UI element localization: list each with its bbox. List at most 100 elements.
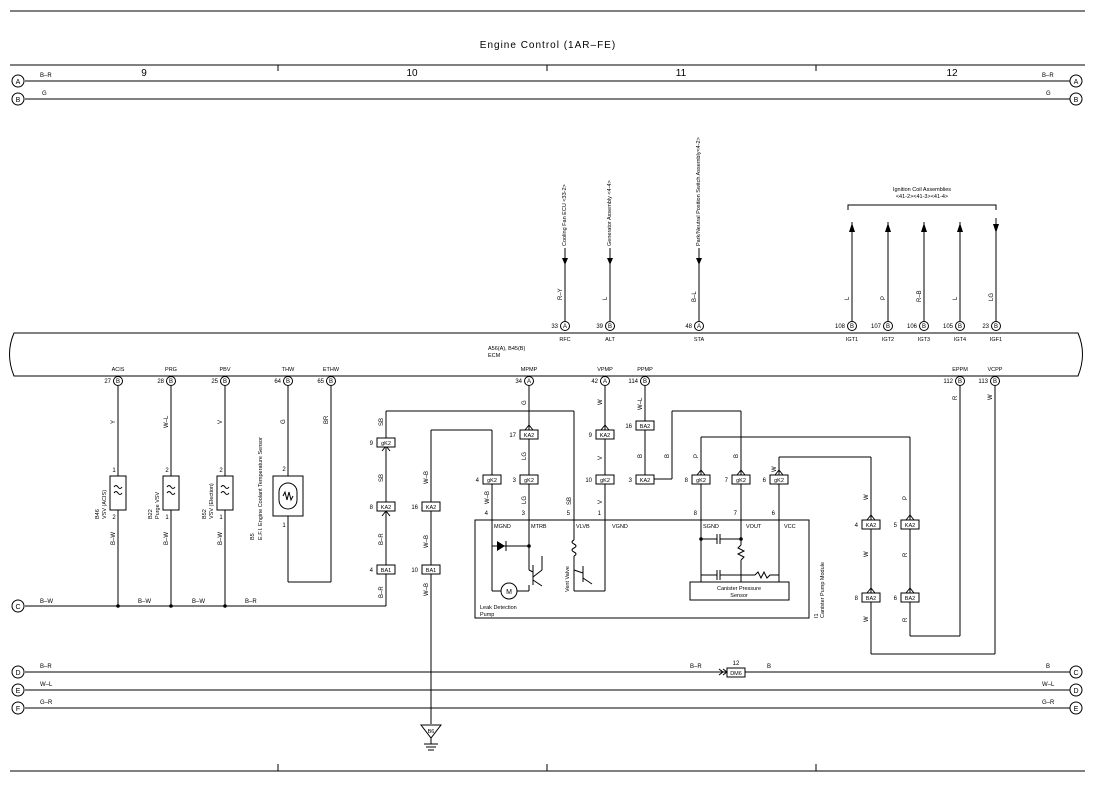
svg-text:LG: LG	[989, 293, 995, 301]
svg-text:gK2: gK2	[600, 478, 610, 484]
wire-mgnd: gK2 4 W–B 4 MGND	[476, 474, 511, 530]
svg-text:VGND: VGND	[612, 524, 628, 530]
svg-text:IGT1: IGT1	[846, 337, 858, 343]
bus-marker-d-right	[1069, 683, 1083, 697]
bus-letter: C	[15, 604, 20, 611]
svg-text:B–W: B–W	[164, 532, 170, 545]
leak-detection-pump: M Leak Detection Pump	[480, 520, 543, 618]
wire-vcpp: W KA2 4 W BA2 8 W	[855, 386, 996, 655]
svg-text:1: 1	[598, 511, 602, 517]
svg-text:W–L: W–L	[164, 415, 170, 428]
ecm-label: ECM	[488, 353, 501, 359]
svg-text:Sensor: Sensor	[730, 593, 748, 599]
svg-text:42: 42	[591, 379, 598, 385]
svg-text:KA2: KA2	[524, 433, 534, 439]
svg-text:B: B	[329, 379, 333, 385]
svg-text:10: 10	[411, 568, 418, 574]
svg-text:B: B	[958, 324, 962, 330]
svg-text:B: B	[767, 664, 771, 670]
svg-text:KA2: KA2	[600, 433, 610, 439]
svg-text:gK2: gK2	[696, 478, 706, 484]
svg-text:W: W	[598, 399, 604, 405]
component-b46-vsv-acis: 1 2 B46 VSV (ACIS) B–W	[95, 386, 127, 606]
svg-text:114: 114	[628, 379, 638, 385]
svg-text:2: 2	[165, 468, 169, 474]
svg-text:ALT: ALT	[605, 337, 615, 343]
svg-text:EPPM: EPPM	[952, 367, 968, 373]
wire-mtrb: KA2 17 LG gK2 3 LG 3 MTRB	[509, 386, 547, 530]
svg-text:6: 6	[894, 596, 898, 602]
wire-color: W–L	[1042, 682, 1055, 688]
svg-text:9: 9	[589, 433, 593, 439]
ignition-coil-label: <41-2><41-3><41-4>	[896, 194, 948, 200]
pin-acis: ACIS B 27 Y	[104, 367, 124, 424]
svg-text:IGT4: IGT4	[954, 337, 966, 343]
svg-text:A: A	[697, 324, 701, 330]
svg-text:W–B: W–B	[424, 583, 430, 596]
svg-text:B46: B46	[95, 509, 101, 519]
svg-text:W–B: W–B	[424, 535, 430, 548]
wire-w-b-ground: W–B KA2 16 W–B BA1 10 W–B	[411, 429, 493, 724]
svg-text:65: 65	[317, 379, 324, 385]
svg-text:7: 7	[734, 511, 738, 517]
svg-text:MTRB: MTRB	[531, 524, 547, 530]
svg-text:G: G	[522, 400, 528, 405]
bus-letter: D	[15, 670, 20, 677]
svg-text:PRG: PRG	[165, 367, 177, 373]
svg-text:Y: Y	[111, 420, 117, 424]
svg-text:KA2: KA2	[866, 523, 876, 529]
svg-text:107: 107	[871, 324, 882, 330]
module-name: Canister Pump Module	[820, 562, 826, 618]
svg-text:R: R	[903, 552, 909, 557]
svg-text:M: M	[506, 589, 512, 596]
svg-text:VCC: VCC	[784, 524, 796, 530]
svg-text:BA1: BA1	[381, 568, 391, 574]
svg-text:A: A	[603, 379, 607, 385]
bus-marker-f	[11, 701, 25, 715]
svg-text:B–L: B–L	[692, 291, 698, 302]
svg-text:L: L	[603, 296, 609, 300]
canister-pressure-sensor: Canister Pressure Sensor	[689, 520, 790, 601]
wire-vcc: W gK2 6 6 VCC	[763, 456, 871, 530]
ecm-block	[9, 332, 1083, 377]
svg-text:IGT3: IGT3	[918, 337, 930, 343]
wire-sgnd: P gK2 8 8 SGND	[685, 436, 910, 530]
bus-letter: A	[16, 79, 21, 86]
svg-text:A: A	[563, 324, 567, 330]
column-number: 12	[946, 68, 958, 79]
vent-valve: Vent Valve	[565, 520, 606, 592]
svg-text:PPMP: PPMP	[637, 367, 653, 373]
svg-text:10: 10	[585, 478, 592, 484]
svg-text:4: 4	[370, 568, 374, 574]
svg-text:6: 6	[763, 478, 767, 484]
svg-text:3: 3	[513, 478, 517, 484]
svg-text:12: 12	[733, 661, 740, 667]
svg-text:8: 8	[694, 511, 698, 517]
svg-text:W–B: W–B	[485, 491, 491, 504]
svg-text:25: 25	[211, 379, 218, 385]
svg-text:ETHW: ETHW	[323, 367, 340, 373]
svg-text:16: 16	[411, 505, 418, 511]
bus-marker-b	[11, 92, 25, 106]
wire-eppm: P KA2 5 R BA2 6 R	[894, 386, 961, 637]
svg-text:R–B: R–B	[917, 290, 923, 302]
pin-igt1: L B 108 IGT1	[835, 222, 858, 343]
svg-text:B: B	[608, 324, 612, 330]
svg-text:B6: B6	[428, 729, 435, 735]
pin-thw: THW B 64 G	[274, 367, 295, 424]
svg-text:KA2: KA2	[640, 478, 650, 484]
svg-text:B: B	[223, 379, 227, 385]
svg-text:106: 106	[907, 324, 918, 330]
svg-text:W: W	[988, 394, 994, 400]
ignition-coil-label: Ignition Coil Assemblies	[893, 187, 951, 193]
svg-text:PBV: PBV	[219, 367, 230, 373]
bus-marker-d	[11, 665, 25, 679]
svg-text:6: 6	[772, 511, 776, 517]
svg-text:V: V	[218, 420, 224, 424]
pin-ppmp: PPMP B 114 W–L	[628, 367, 653, 410]
svg-text:B–W: B–W	[111, 532, 117, 545]
svg-text:KA2: KA2	[381, 505, 391, 511]
column-number: 11	[676, 68, 687, 79]
svg-text:KA2: KA2	[426, 505, 436, 511]
